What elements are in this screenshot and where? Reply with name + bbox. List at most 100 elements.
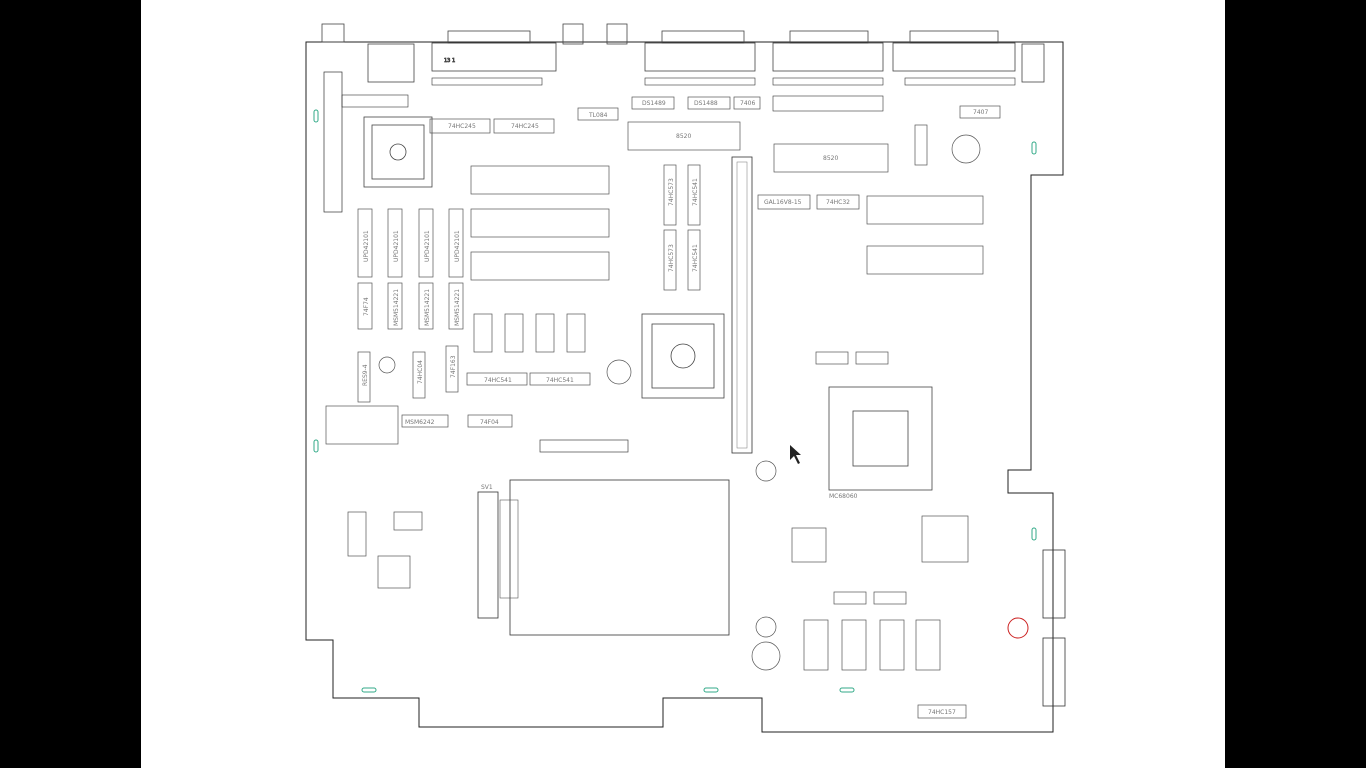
chip-qfp-left: [377, 555, 411, 589]
chip-74hc541-d: [529, 372, 591, 386]
connector-sv1: [477, 491, 499, 619]
pin-header-row-2: [644, 77, 756, 86]
label-gal16v8: GAL16V8-15: [764, 199, 802, 206]
chip-msm6242: [401, 414, 449, 428]
small-chip-right-1: [815, 351, 849, 365]
relay-1: [803, 619, 829, 671]
small-chip-pair-1: [833, 591, 867, 605]
label-8520-a: 8520: [676, 133, 691, 140]
chip-74hc32: [816, 194, 860, 210]
label-msm514221-2: MSM514221: [424, 289, 431, 326]
label-74hc245-b: 74HC245: [511, 123, 539, 130]
ram-module-center-3: [470, 251, 610, 281]
module-footprint-large: [509, 479, 730, 636]
chip-msm514221-3: [448, 282, 464, 330]
chip-74hc541-c: [466, 372, 528, 386]
chip-qfp-center: [791, 527, 827, 563]
pcb-layout-drawing: 13 1: [305, 23, 1066, 733]
chip-gal16v8: [757, 194, 811, 210]
oscillator: [325, 405, 399, 445]
fiducial-2: [1031, 141, 1037, 155]
chip-74hc573-b: [663, 229, 677, 291]
label-ds1488: DS1488: [694, 100, 718, 107]
fiducial-3: [313, 439, 319, 453]
label-7407: 7407: [973, 109, 988, 116]
connector-sv1-inner: [499, 499, 519, 599]
small-chip-2: [504, 313, 524, 353]
electrolytic-cap-3: [755, 460, 777, 482]
small-chip-4: [566, 313, 586, 353]
top-left-connector: [321, 23, 345, 43]
ram-module-center-1: [470, 165, 610, 195]
audio-jack-2: [606, 23, 628, 45]
db25-connector-1: 13 1: [431, 30, 557, 72]
relay-2: [841, 619, 867, 671]
label-7406: 7406: [740, 100, 755, 107]
chip-7407: [959, 105, 1001, 119]
relay-3: [879, 619, 905, 671]
chip-upd42101-2: [387, 208, 403, 278]
chip-74hc541-a: [687, 164, 701, 226]
ram-module-right-1: [866, 195, 984, 225]
db25-connector-4: [892, 30, 1016, 72]
label-74hc541-c: 74HC541: [484, 377, 512, 384]
label-upd42101-4: UPD42101: [454, 230, 461, 262]
audio-jack-1: [562, 23, 584, 45]
pin-header-row-3: [772, 77, 884, 86]
left-ribbon-header: [341, 94, 409, 108]
fiducial-6: [703, 687, 719, 693]
ram-module-right-2: [866, 245, 984, 275]
chip-74hc245-a: [429, 118, 491, 134]
ribbon-header: [772, 95, 884, 112]
pin-header-row-1: [431, 77, 543, 86]
pin-header-row-4: [904, 77, 1016, 86]
pcb-layout-canvas: 13 1: [141, 0, 1225, 768]
svg-text:13 1: 13 1: [444, 58, 455, 64]
label-74f74: 74F74: [363, 297, 370, 316]
label-res9-4: RES9-4: [362, 364, 369, 386]
chip-74hc541-b: [687, 229, 701, 291]
chip-74f163: [445, 345, 459, 393]
chip-74hc573-a: [663, 164, 677, 226]
red-marker-circle: [1007, 617, 1029, 639]
chip-res9-4: [357, 351, 371, 403]
chip-7406: [733, 96, 761, 110]
label-upd42101-1: UPD42101: [363, 230, 370, 262]
chip-msm514221-2: [418, 282, 434, 330]
ram-module-center-2: [470, 208, 610, 238]
label-74hc573-b: 74HC573: [668, 244, 675, 272]
label-8520-b: 8520: [823, 155, 838, 162]
chip-ds1489: [631, 96, 675, 110]
expansion-slot-vertical: [731, 156, 753, 454]
label-74f04: 74F04: [480, 419, 499, 426]
relay-4: [915, 619, 941, 671]
chip-8520-a: [627, 121, 741, 151]
label-msm6242: MSM6242: [405, 419, 435, 426]
chip-upd42101-4: [448, 208, 464, 278]
label-74hc157: 74HC157: [928, 709, 956, 716]
chip-tl084: [577, 107, 619, 121]
label-74hc541-d: 74HC541: [546, 377, 574, 384]
db9-connector-lower: [1042, 637, 1066, 707]
electrolytic-cap-5: [751, 641, 781, 671]
electrolytic-cap-2: [951, 134, 981, 164]
chip-vertical-right: [914, 124, 928, 166]
label-74hc541-a: 74HC541: [692, 178, 699, 206]
connector-row-bottom: [539, 439, 629, 453]
label-tl084: TL084: [588, 112, 608, 119]
chip-upd42101-3: [418, 208, 434, 278]
label-74f163: 74F163: [450, 355, 457, 378]
chip-74f74: [357, 282, 373, 330]
plcc-socket-upper-left: [363, 116, 433, 188]
top-right-connector: [1021, 43, 1045, 83]
fiducial-4: [1031, 527, 1037, 541]
chip-ds1488: [687, 96, 731, 110]
label-msm514221-1: MSM514221: [393, 289, 400, 326]
chip-74hc157: [917, 704, 967, 719]
board-outline: [305, 41, 1064, 733]
small-chip-right-2: [855, 351, 889, 365]
label-74hc245-a: 74HC245: [448, 123, 476, 130]
chip-74hc245-b: [493, 118, 555, 134]
label-mc68060: MC68060: [829, 493, 858, 500]
db25-connector-3: [772, 30, 884, 72]
